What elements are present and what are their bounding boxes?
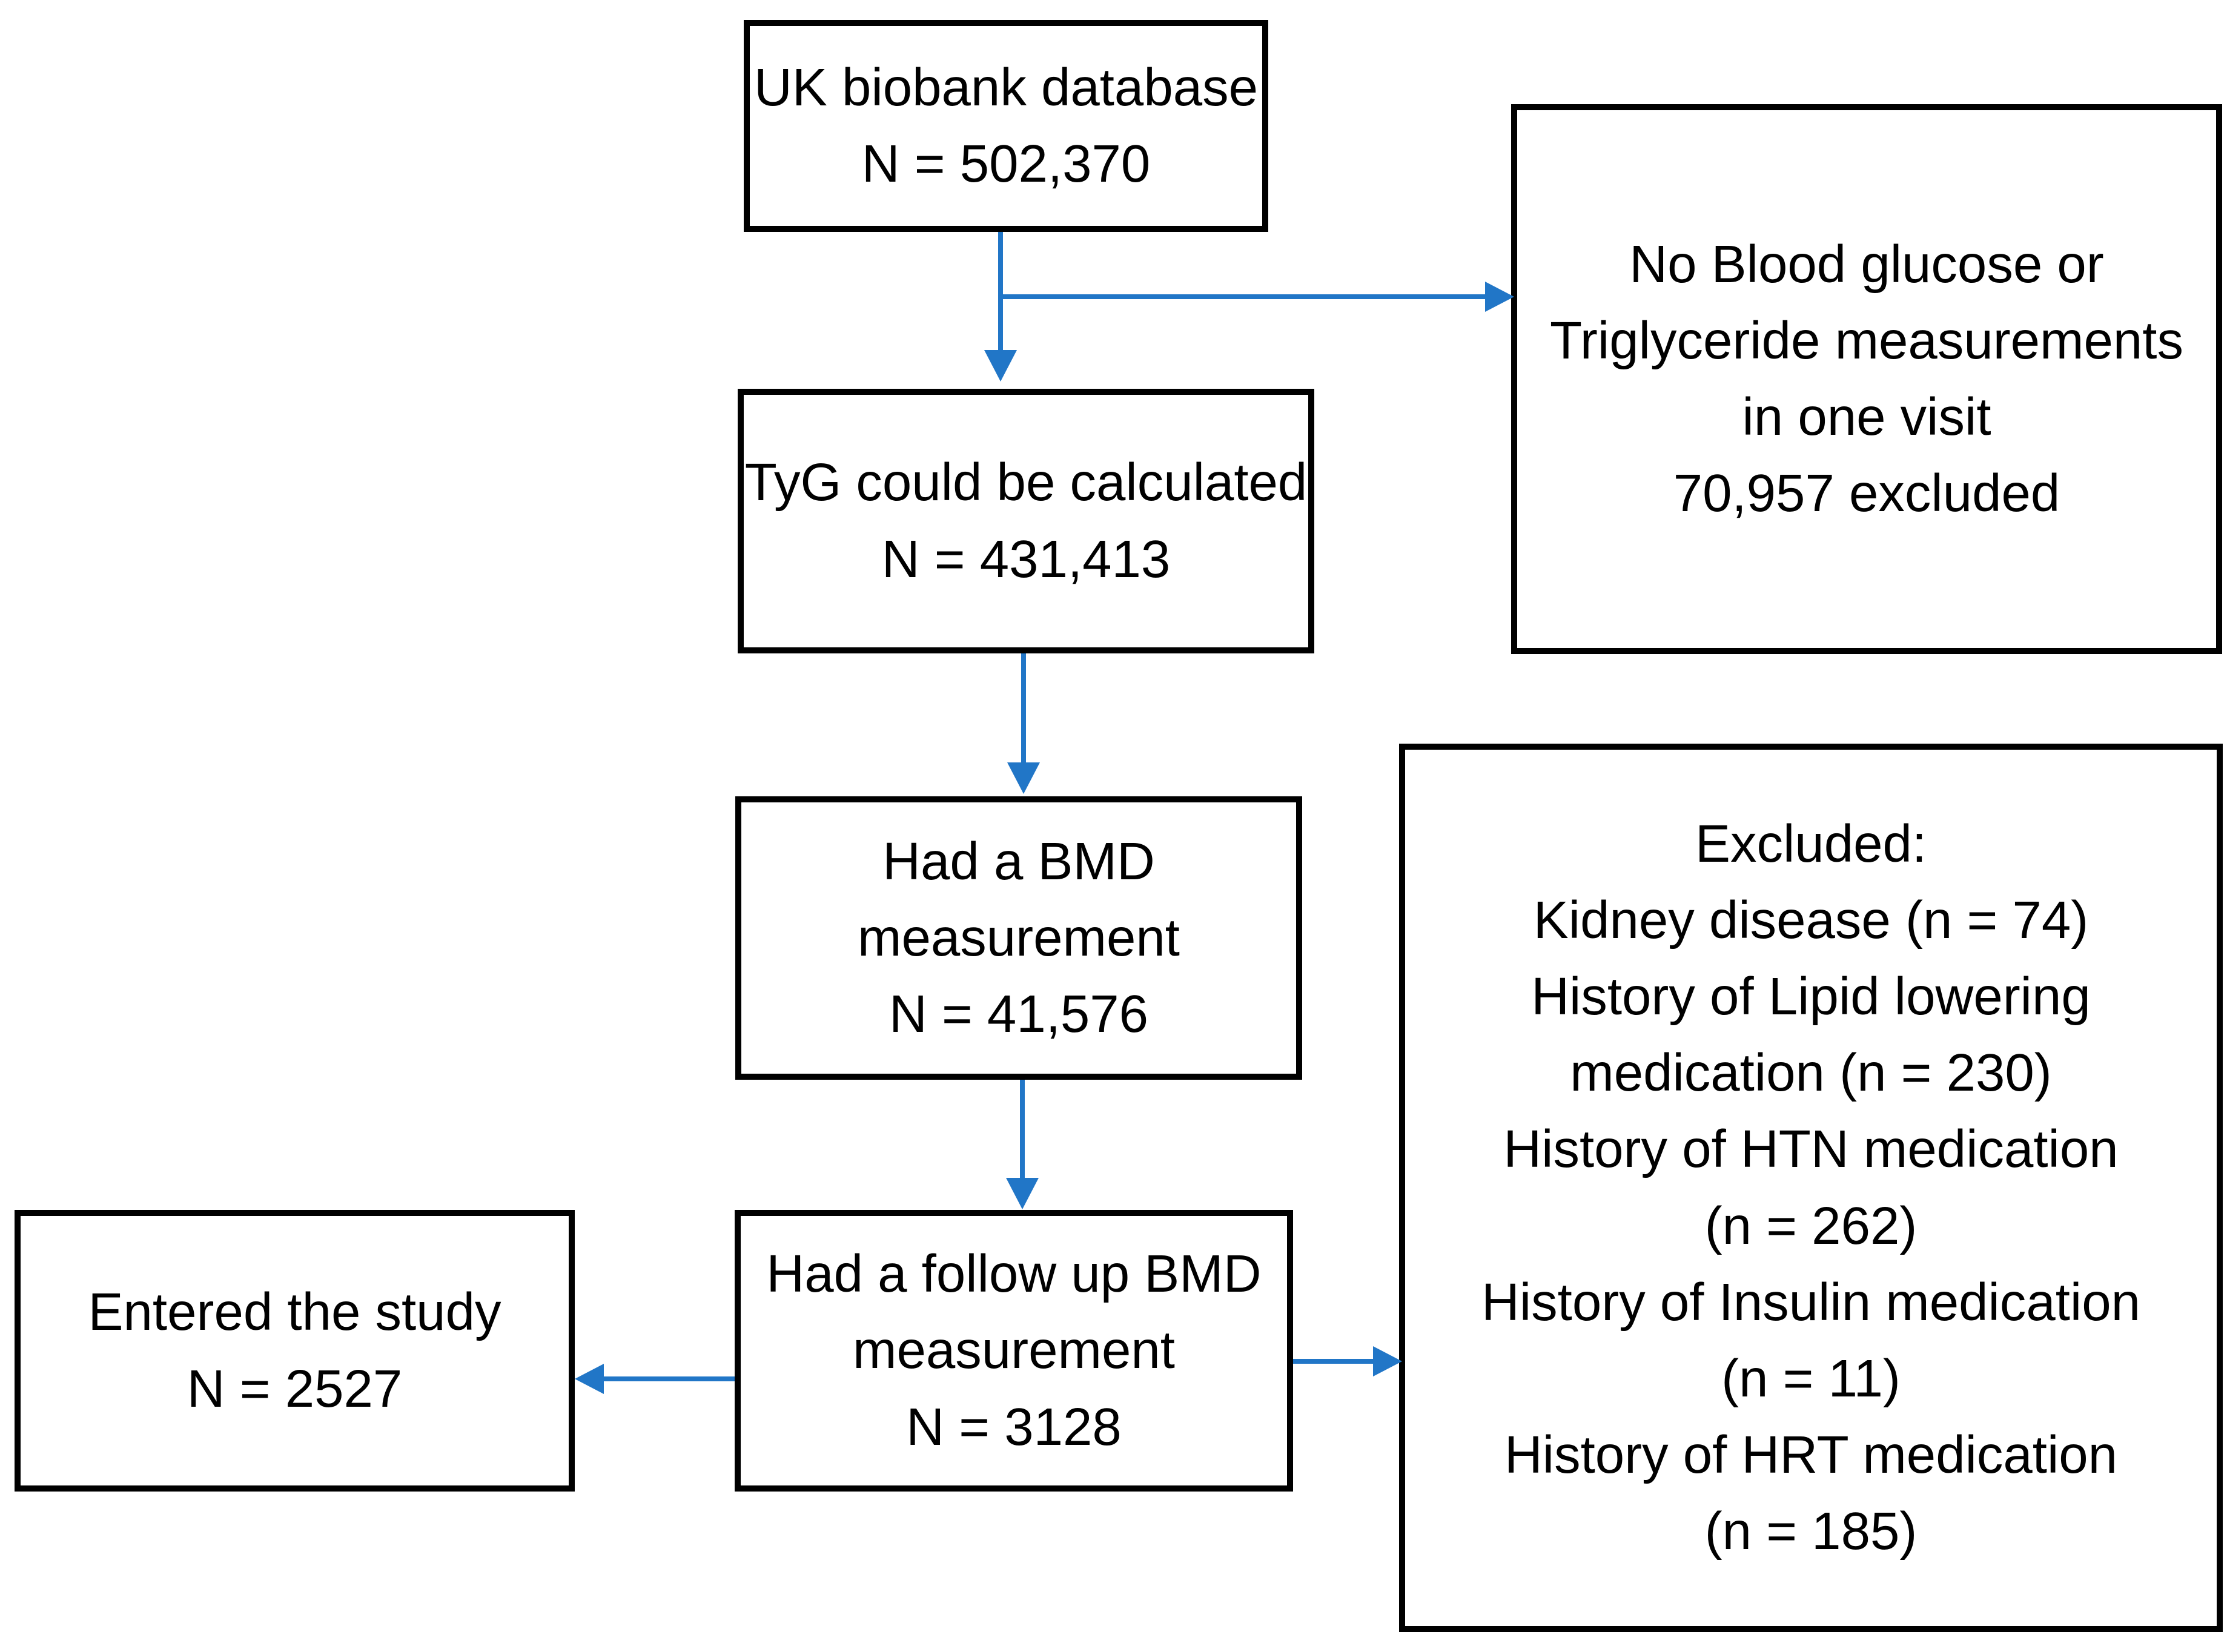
- arrow-followup-to-entered: [604, 1376, 735, 1381]
- node-label: Triglyceride measurements: [1550, 311, 2183, 370]
- arrow-ukbiobank-to-noglucose: [1001, 294, 1485, 299]
- arrow-right-icon: [1485, 282, 1514, 312]
- node-label: No Blood glucose or: [1629, 234, 2104, 294]
- node-label: History of HTN medication: [1503, 1120, 2119, 1179]
- node-label: in one visit: [1742, 388, 1991, 446]
- node-excluded-no-glucose-triglyceride: No Blood glucose or Triglyceride measure…: [1511, 104, 2222, 654]
- node-excluded-medical-history: Excluded: Kidney disease (n = 74) Histor…: [1399, 744, 2223, 1632]
- node-entered-the-study: Entered the study N = 2527: [15, 1210, 575, 1492]
- arrow-down-icon: [1007, 762, 1040, 794]
- node-count: N = 502,370: [861, 134, 1151, 193]
- arrow-down-icon: [1006, 1178, 1039, 1209]
- arrow-right-icon: [1373, 1346, 1402, 1376]
- node-count: N = 41,576: [888, 985, 1149, 1044]
- arrow-down-icon: [984, 350, 1017, 382]
- node-label: History of Lipid lowering: [1531, 967, 2091, 1026]
- node-count: N = 3128: [906, 1397, 1122, 1456]
- node-count: N = 2527: [187, 1359, 403, 1418]
- node-label: UK biobank database: [754, 58, 1258, 117]
- node-label: History of Insulin medication: [1481, 1272, 2140, 1332]
- node-label: measurement: [853, 1321, 1175, 1380]
- node-count: (n = 11): [1721, 1349, 1901, 1408]
- node-label: TyG could be calculated: [744, 453, 1308, 512]
- arrow-tyg-to-bmd: [1021, 653, 1026, 763]
- arrow-left-icon: [575, 1364, 604, 1394]
- node-label: Had a follow up BMD: [766, 1244, 1262, 1304]
- node-uk-biobank-database: UK biobank database N = 502,370: [744, 20, 1268, 232]
- node-bmd-measurement: Had a BMD measurement N = 41,576: [735, 796, 1302, 1080]
- node-label: measurement: [858, 908, 1180, 967]
- node-count: N = 431,413: [881, 529, 1171, 589]
- node-label: medication (n = 230): [1570, 1043, 2052, 1103]
- node-label: Had a BMD: [882, 831, 1155, 891]
- arrow-ukbiobank-to-tyg: [998, 232, 1003, 351]
- arrow-followup-to-excluded: [1293, 1359, 1373, 1364]
- node-tyg-calculated: TyG could be calculated N = 431,413: [738, 389, 1314, 653]
- node-count: (n = 185): [1704, 1502, 1918, 1561]
- node-count: (n = 262): [1704, 1196, 1918, 1255]
- node-label: History of HRT medication: [1504, 1425, 2118, 1484]
- node-label: Entered the study: [88, 1283, 501, 1342]
- node-label: Kidney disease (n = 74): [1533, 890, 2089, 950]
- arrow-bmd-to-followup: [1020, 1080, 1025, 1178]
- node-count: 70,957 excluded: [1673, 464, 2060, 523]
- node-followup-bmd-measurement: Had a follow up BMD measurement N = 3128: [735, 1210, 1293, 1492]
- node-label: Excluded:: [1695, 814, 1927, 873]
